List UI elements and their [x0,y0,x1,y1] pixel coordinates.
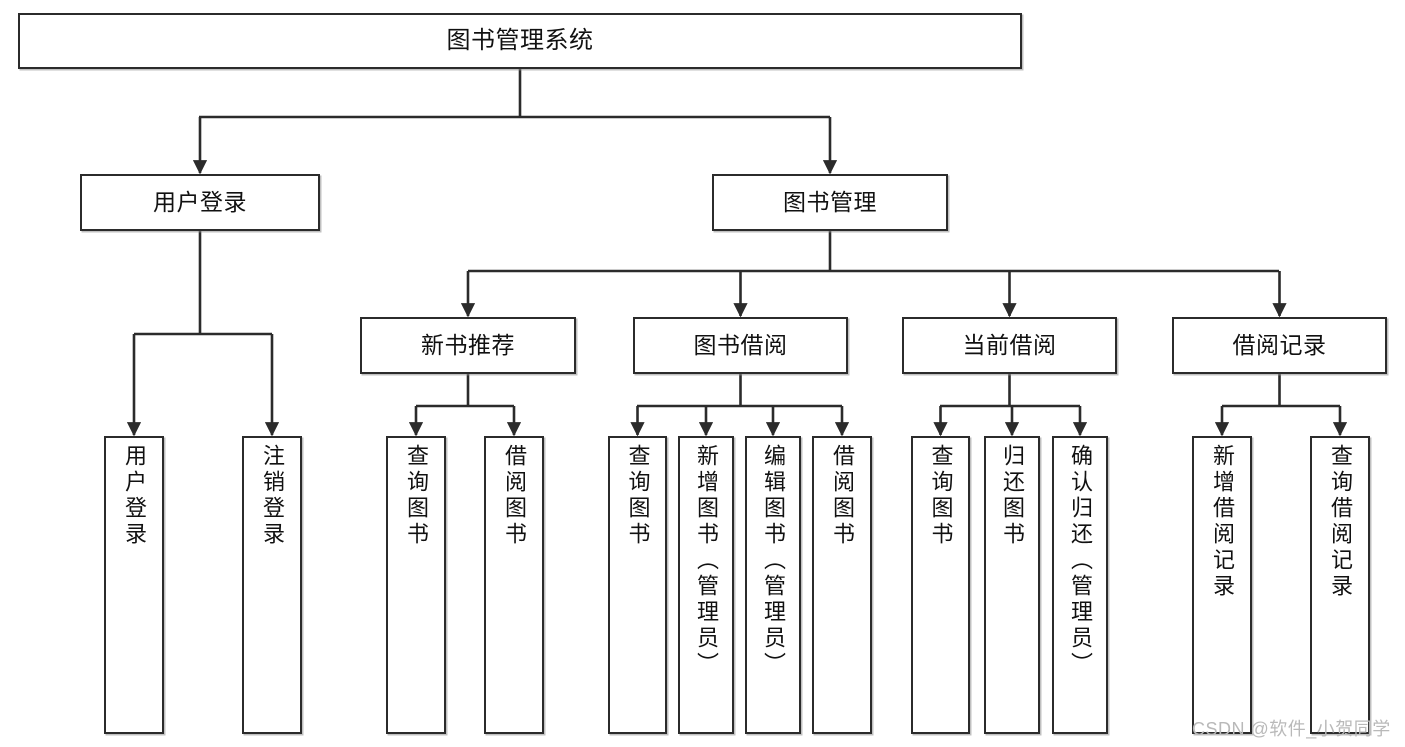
node-label: 新增图书（管理员） [694,444,719,678]
node-label: 确认归还（管理员） [1068,444,1093,678]
node-label: 借阅图书 [502,444,527,548]
node-book-manage[interactable]: 图书管理 [712,174,948,231]
node-label: 查询图书 [928,444,954,548]
node-root[interactable]: 图书管理系统 [18,13,1022,69]
node-label: 查询借阅记录 [1328,444,1353,600]
csdn-watermark: CSDN @软件_小贺同学 [1192,719,1391,739]
node-label: 借阅图书 [830,444,855,548]
node-leaf-query-3[interactable]: 查询图书 [911,436,970,734]
node-label: 查询图书 [625,444,651,548]
node-book-borrow[interactable]: 图书借阅 [633,317,848,374]
node-leaf-query-rec[interactable]: 查询借阅记录 [1310,436,1370,734]
node-leaf-add-book[interactable]: 新增图书（管理员） [678,436,734,734]
node-label: 新增借阅记录 [1210,444,1235,600]
node-label: 图书借阅 [693,331,788,358]
node-leaf-query-1[interactable]: 查询图书 [386,436,446,734]
node-label: 借阅记录 [1232,331,1327,358]
node-label: 用户登录 [122,444,147,548]
node-user-login[interactable]: 用户登录 [80,174,320,231]
node-label: 当前借阅 [962,331,1057,358]
node-leaf-add-rec[interactable]: 新增借阅记录 [1192,436,1252,734]
node-leaf-return[interactable]: 归还图书 [984,436,1040,734]
node-label: 新书推荐 [421,331,515,358]
node-label: 注销登录 [260,444,285,548]
node-label: 查询图书 [404,444,429,548]
node-leaf-edit-book[interactable]: 编辑图书（管理员） [745,436,801,734]
node-label: 用户登录 [153,188,247,215]
node-leaf-borrow-1[interactable]: 借阅图书 [484,436,544,734]
node-label: 编辑图书（管理员） [761,444,786,678]
node-borrow-record[interactable]: 借阅记录 [1172,317,1387,374]
node-leaf-logout[interactable]: 注销登录 [242,436,302,734]
node-leaf-query-2[interactable]: 查询图书 [608,436,667,734]
node-leaf-user-login[interactable]: 用户登录 [104,436,164,734]
node-label: 图书管理系统 [446,26,594,54]
node-current-borrow[interactable]: 当前借阅 [902,317,1117,374]
node-label: 图书管理 [783,188,877,215]
node-new-book-rec[interactable]: 新书推荐 [360,317,576,374]
node-leaf-confirm[interactable]: 确认归还（管理员） [1052,436,1108,734]
node-leaf-borrow-2[interactable]: 借阅图书 [812,436,872,734]
node-label: 归还图书 [1000,444,1025,548]
